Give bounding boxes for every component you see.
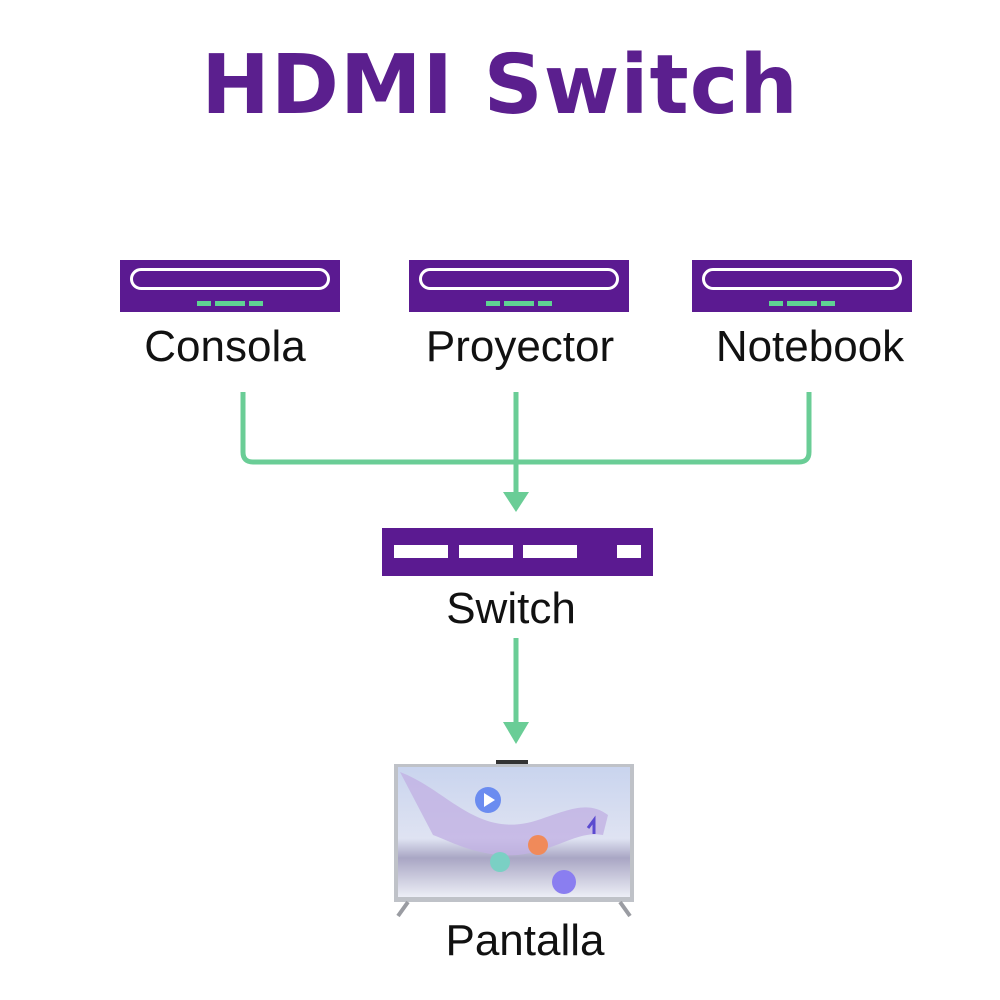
- label-switch: Switch: [446, 584, 576, 633]
- device-proyector-icon: [409, 260, 629, 312]
- device-notebook-icon: [692, 260, 912, 312]
- label-proyector: Proyector: [425, 322, 615, 371]
- tv-icon: [394, 760, 634, 918]
- label-notebook: Notebook: [715, 322, 905, 371]
- arrow-to-switch-icon: [503, 492, 529, 512]
- diagram-title: HDMI Switch: [201, 38, 799, 133]
- arrow-to-tv-icon: [503, 722, 529, 744]
- connector-sources: [240, 392, 812, 465]
- device-consola-icon: [120, 260, 340, 312]
- label-pantalla: Pantalla: [445, 916, 605, 965]
- label-consola: Consola: [144, 322, 306, 371]
- switch-icon: [382, 528, 653, 576]
